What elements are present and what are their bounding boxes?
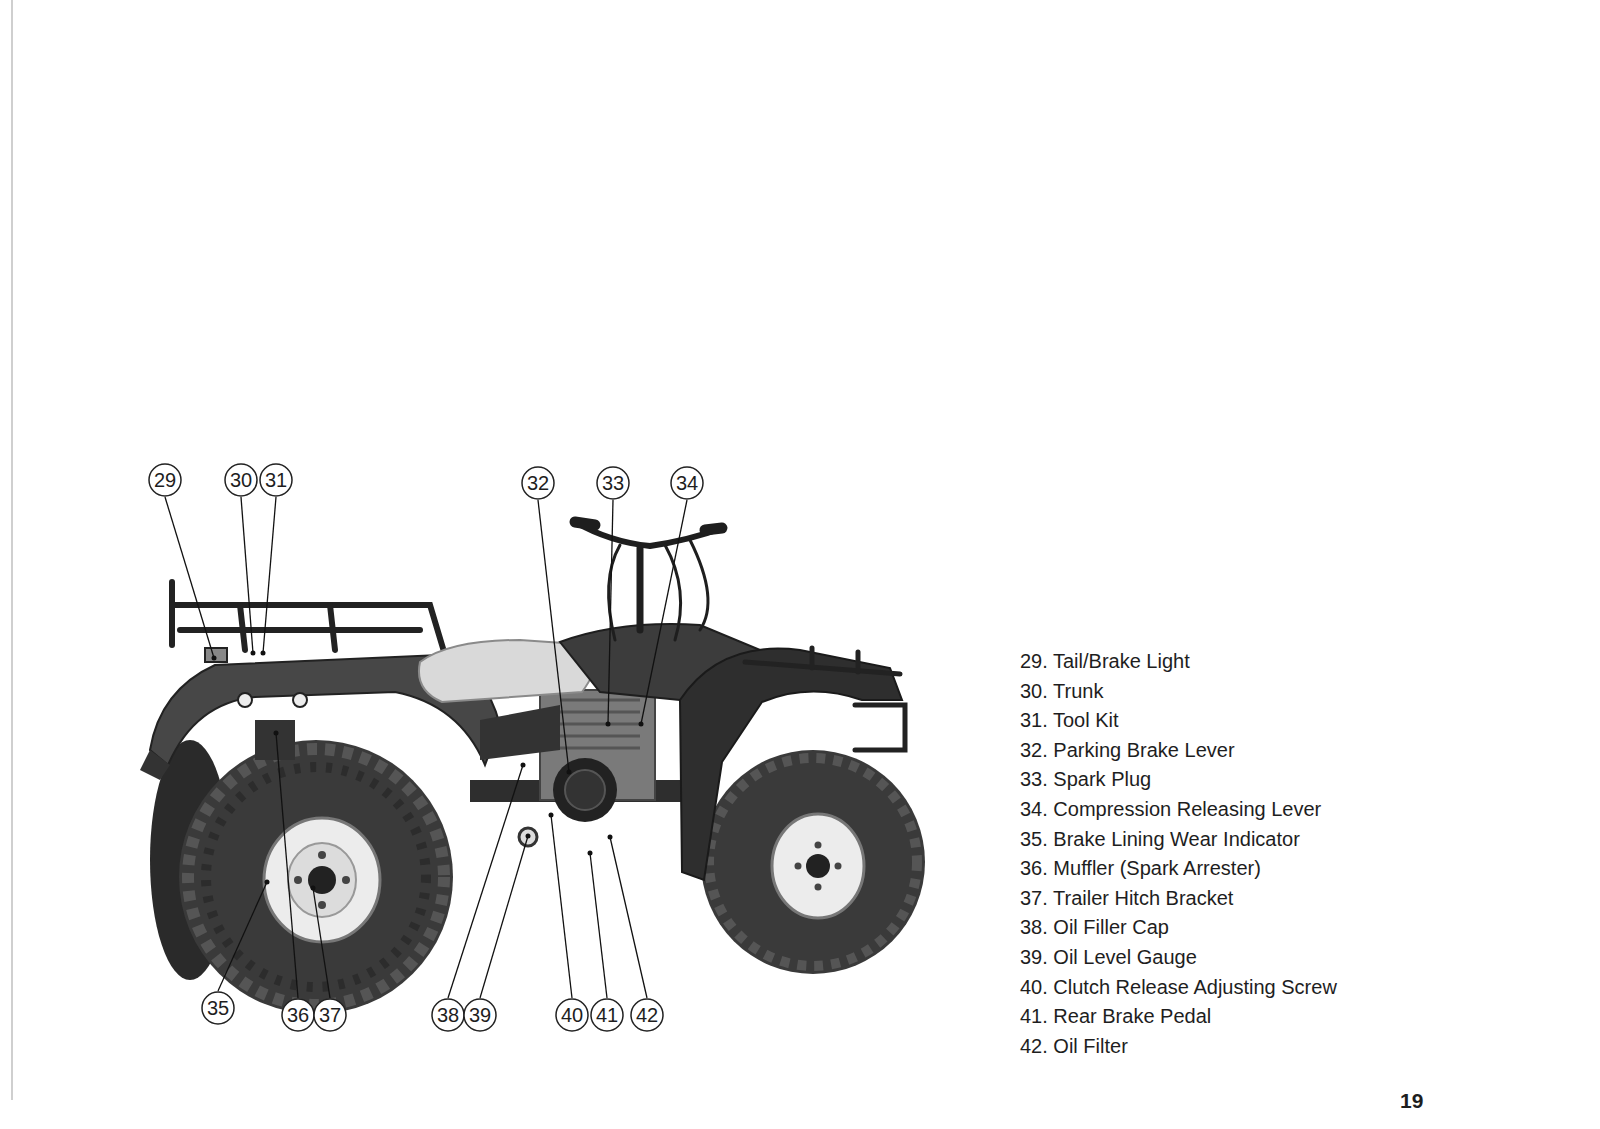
callout-number: 37 — [319, 1005, 341, 1025]
leader-lines — [165, 497, 687, 998]
part-list-item: 30. Trunk — [1020, 680, 1103, 702]
callout-number: 42 — [636, 1005, 658, 1025]
part-list-item: 38. Oil Filler Cap — [1020, 916, 1169, 938]
part-list-item: 32. Parking Brake Lever — [1020, 739, 1235, 761]
callout-number: 32 — [527, 473, 549, 493]
page-number: 19 — [1400, 1090, 1423, 1112]
callout-number: 41 — [596, 1005, 618, 1025]
callout-number: 35 — [207, 998, 229, 1018]
callout-number: 29 — [154, 470, 176, 490]
part-list-item: 39. Oil Level Gauge — [1020, 946, 1197, 968]
callout-number: 40 — [561, 1005, 583, 1025]
part-list-item: 33. Spark Plug — [1020, 768, 1151, 790]
part-list-item: 35. Brake Lining Wear Indicator — [1020, 828, 1300, 850]
part-list-item: 41. Rear Brake Pedal — [1020, 1005, 1211, 1027]
callout-number: 39 — [469, 1005, 491, 1025]
callout-number: 31 — [265, 470, 287, 490]
part-list-item: 34. Compression Releasing Lever — [1020, 798, 1321, 820]
part-list-item: 31. Tool Kit — [1020, 709, 1119, 731]
part-list-item: 36. Muffler (Spark Arrester) — [1020, 857, 1261, 879]
callout-number: 34 — [676, 473, 698, 493]
callout-number: 36 — [287, 1005, 309, 1025]
part-list-item: 29. Tail/Brake Light — [1020, 650, 1190, 672]
part-list-item: 42. Oil Filter — [1020, 1035, 1128, 1057]
part-list-item: 37. Trailer Hitch Bracket — [1020, 887, 1233, 909]
callout-number: 30 — [230, 470, 252, 490]
part-list-item: 40. Clutch Release Adjusting Screw — [1020, 976, 1337, 998]
callout-number: 38 — [437, 1005, 459, 1025]
callout-number: 33 — [602, 473, 624, 493]
